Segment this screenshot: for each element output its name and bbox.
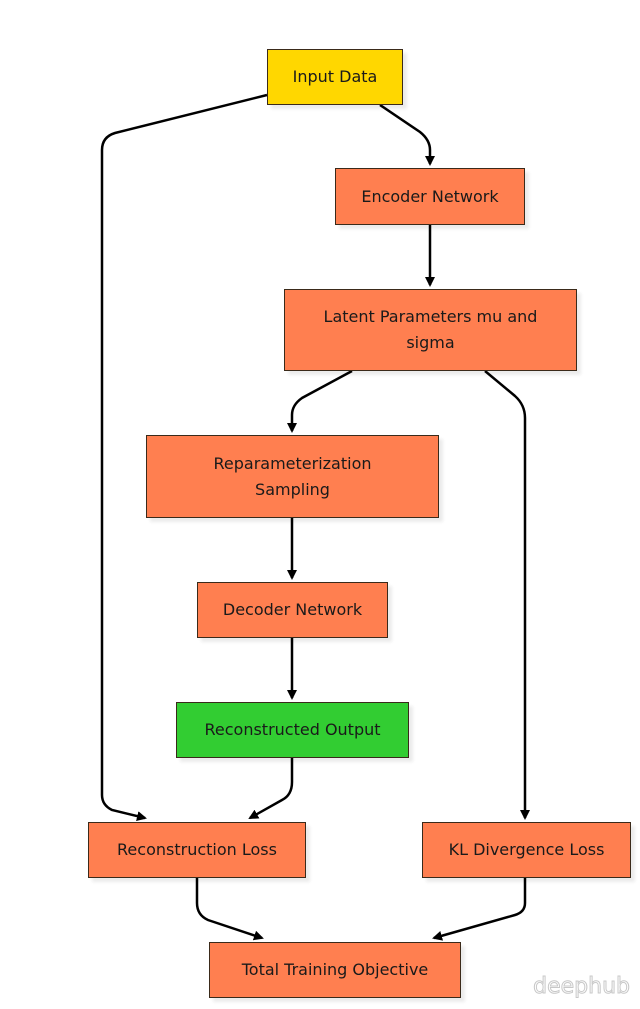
node-label: Reparameterization Sampling: [213, 453, 372, 499]
node-label: Latent Parameters mu and sigma: [323, 307, 538, 352]
edge-input-reconloss: [100, 93, 268, 821]
edge-kl-total: [432, 878, 527, 941]
node-label: Total Training Objective: [241, 960, 429, 979]
edge-input-encoder: [379, 103, 435, 166]
node-label: Reconstruction Loss: [117, 840, 277, 859]
node-input-data: Input Data: [267, 49, 403, 105]
node-label: Input Data: [292, 67, 378, 86]
node-reparameterization-sampling: Reparameterization Sampling: [146, 435, 439, 518]
node-label: Decoder Network: [222, 600, 363, 619]
node-latent-parameters: Latent Parameters mu and sigma: [284, 289, 577, 371]
node-kl-divergence-loss: KL Divergence Loss: [422, 822, 631, 878]
node-label: Encoder Network: [361, 186, 499, 206]
node-label: Reconstructed Output: [204, 720, 381, 739]
node-decoder-network: Decoder Network: [197, 582, 388, 638]
node-label: KL Divergence Loss: [448, 840, 605, 859]
node-reconstruction-loss: Reconstruction Loss: [88, 822, 306, 878]
edge-latent-kl: [484, 370, 530, 820]
node-encoder-network: Encoder Network: [335, 168, 525, 225]
node-reconstructed-output: Reconstructed Output: [176, 702, 409, 758]
edge-reconstructed-reconloss: [248, 758, 294, 820]
watermark: deephub: [533, 974, 631, 1000]
node-total-training-objective: Total Training Objective: [209, 942, 461, 998]
edge-reconloss-total: [195, 878, 264, 941]
edge-latent-reparam: [287, 369, 353, 433]
